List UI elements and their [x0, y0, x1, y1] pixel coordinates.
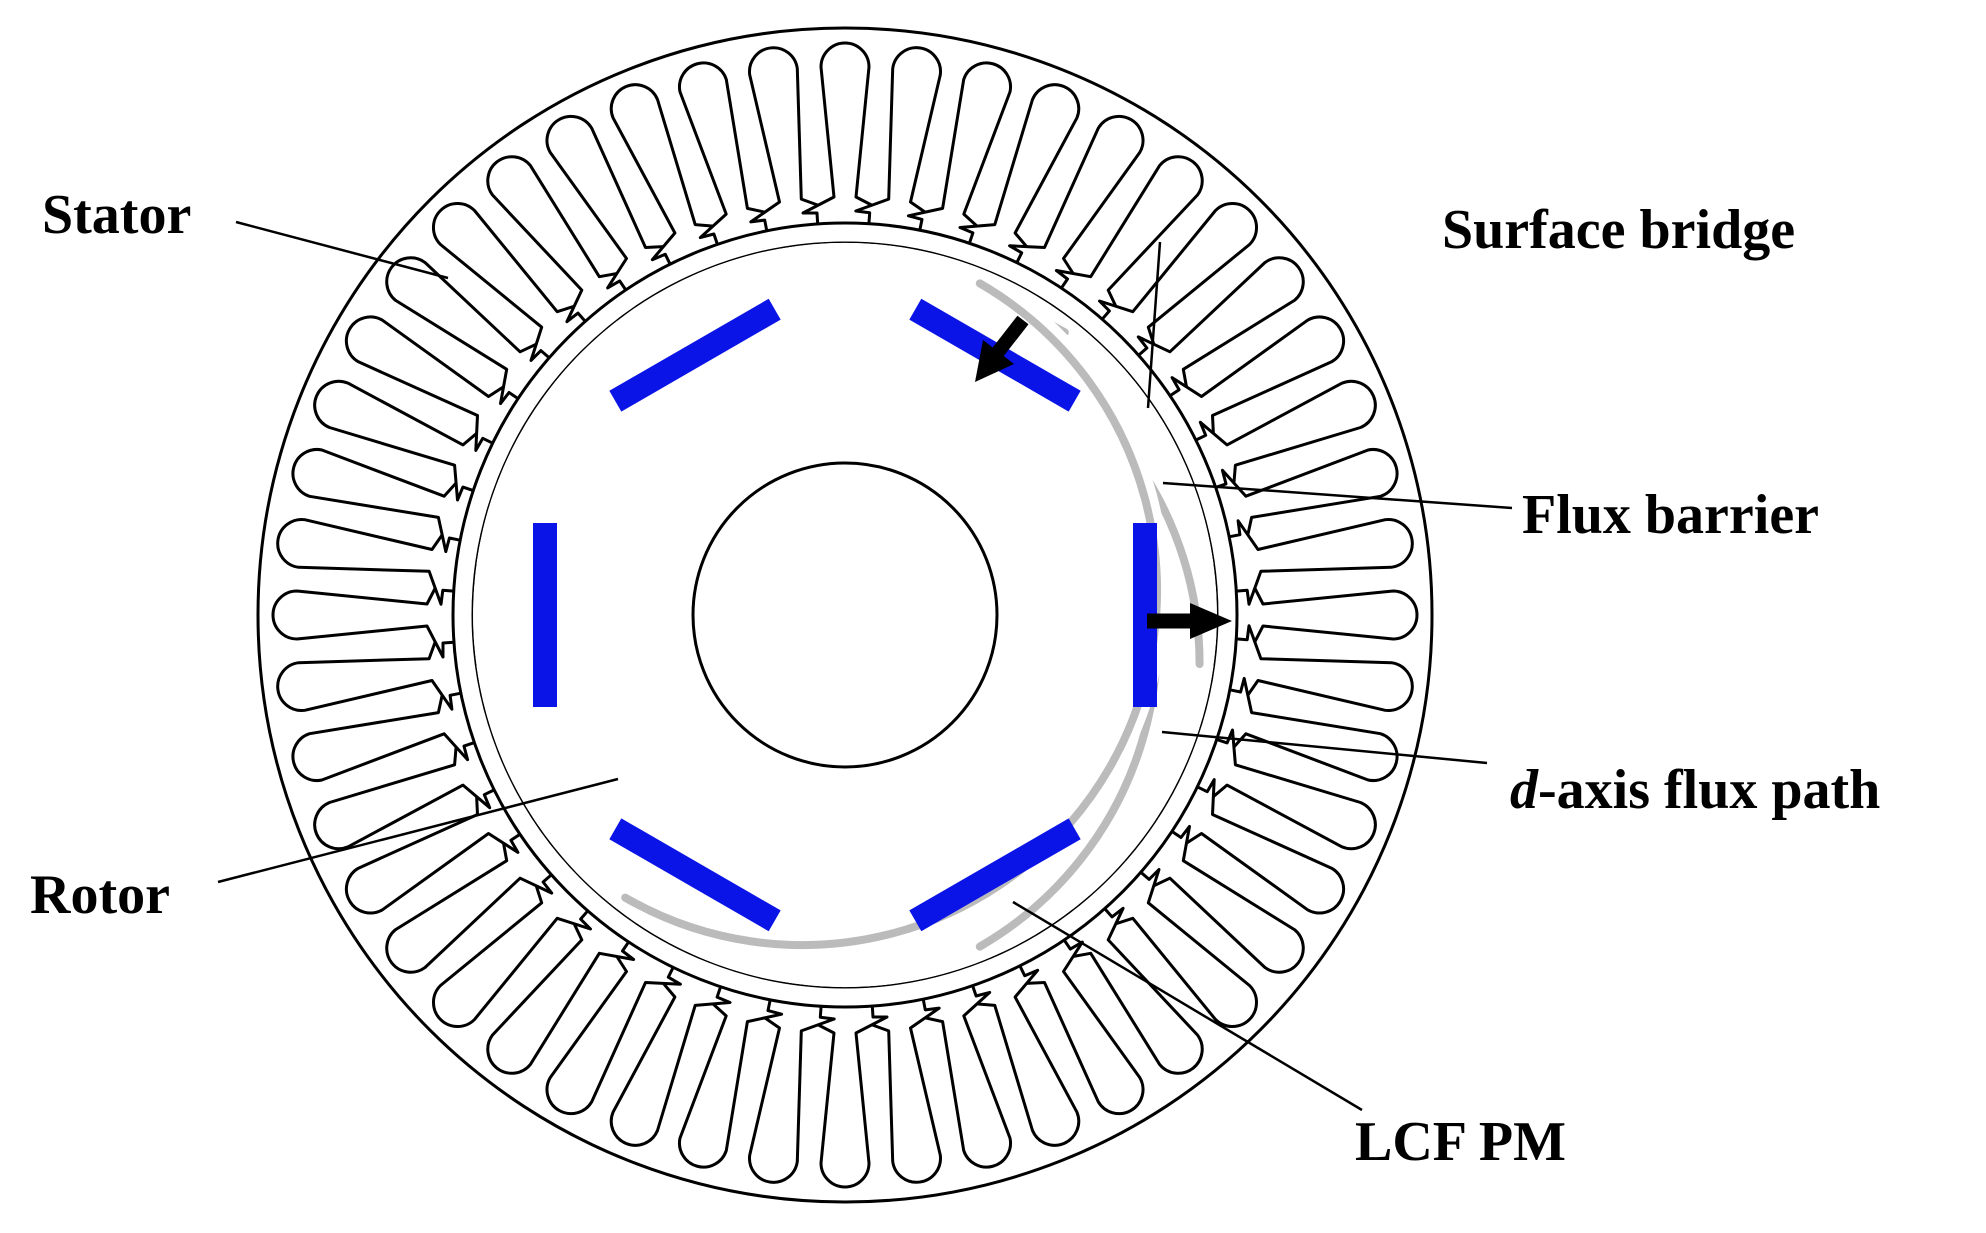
stator-slot	[801, 1005, 889, 1189]
lcf-pm-magnet	[609, 818, 781, 932]
lcf-pm-label: LCF PM	[1355, 1111, 1566, 1173]
lcf-pm-magnet	[609, 298, 781, 412]
stator-slot	[486, 155, 636, 324]
stator-slots	[271, 41, 1419, 1189]
stator-slot	[854, 998, 942, 1184]
stator-slot	[1098, 868, 1259, 1029]
stator-slot	[1235, 571, 1419, 659]
stator-slot	[276, 518, 462, 606]
shaft-hole	[691, 461, 999, 769]
stator-slot	[1228, 624, 1414, 712]
stator-slot	[344, 315, 521, 452]
magnetization-arrow-upper	[975, 315, 1029, 382]
lcf-pm-magnet	[909, 818, 1081, 932]
stator-slot	[854, 46, 942, 232]
stator-slot	[801, 41, 889, 225]
d-axis-flux-path-leader-line	[1161, 730, 1488, 765]
d-axis-label-rest: -axis flux path	[1538, 759, 1880, 821]
surface-bridge-label: Surface bridge	[1442, 199, 1795, 261]
flux-barrier-label: Flux barrier	[1522, 484, 1819, 546]
flux-barrier-leader-line	[1162, 481, 1513, 510]
stator-slot	[431, 201, 592, 362]
stator-slot	[431, 868, 592, 1029]
stator-slot	[609, 83, 732, 265]
stator-slot	[1008, 939, 1145, 1116]
d-axis-flux-path-label: d-axis flux path	[1510, 759, 1880, 821]
stator-slot	[385, 256, 554, 406]
stator-label: Stator	[42, 184, 191, 246]
stator-slot	[958, 965, 1081, 1147]
stator-slot	[609, 965, 732, 1147]
stator-slot	[1008, 114, 1145, 291]
stator-slot	[385, 824, 554, 974]
stator-slot	[276, 624, 462, 712]
stator-slot	[486, 906, 636, 1075]
stator-slot	[748, 46, 836, 232]
d-axis-italic-letter: d	[1510, 759, 1539, 821]
lcf-pm-leader-line	[1012, 900, 1363, 1112]
stator-slot	[545, 939, 682, 1116]
stator-slot	[271, 571, 455, 659]
stator-slot	[1054, 155, 1204, 324]
rotor-label: Rotor	[30, 864, 170, 926]
stator-slot	[1215, 676, 1399, 782]
rotor-leader-line	[217, 777, 619, 884]
stator-slot	[1136, 256, 1305, 406]
stator-bore-circle	[451, 221, 1239, 1009]
stator-slot	[344, 778, 521, 915]
stator-leader-line	[235, 220, 449, 280]
stator-slot	[678, 985, 784, 1169]
stator-slot	[678, 61, 784, 245]
stator-slot	[1136, 824, 1305, 974]
stator-slot	[291, 676, 475, 782]
stator-slot	[313, 379, 495, 502]
stator-slot	[1169, 778, 1346, 915]
stator-slot	[1228, 518, 1414, 606]
stator-slot	[1215, 448, 1399, 554]
flux-barrier-bridge-outline	[621, 279, 1162, 950]
magnetization-arrow-right	[1147, 603, 1232, 639]
stator-slot	[1098, 201, 1259, 362]
stator-slot	[291, 448, 475, 554]
surface-bridge-leader-line	[1146, 241, 1162, 409]
stator-slot	[906, 61, 1012, 245]
stator-slot	[313, 728, 495, 851]
stator-slot	[1195, 728, 1377, 851]
stator-slot	[906, 985, 1012, 1169]
lcf-pm-magnet	[533, 523, 557, 707]
stator-slot	[748, 998, 836, 1184]
stator-slot	[1169, 315, 1346, 452]
stator-slot	[1195, 379, 1377, 502]
stator-slot	[958, 83, 1081, 265]
stator-slot	[545, 114, 682, 291]
